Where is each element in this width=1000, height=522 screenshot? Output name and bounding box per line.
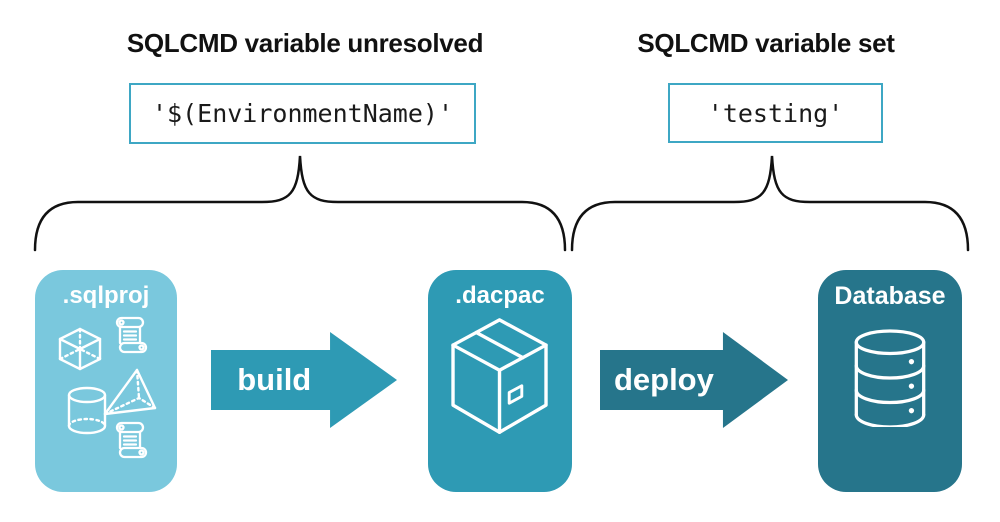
database-icon [854, 329, 926, 427]
resolved-variable-code: 'testing' [707, 98, 844, 128]
node-sqlproj: .sqlproj [35, 270, 177, 492]
cube-icon [58, 327, 102, 371]
right-annotation-title: SQLCMD variable set [637, 28, 895, 58]
unresolved-variable-code: '$(EnvironmentName)' [151, 99, 454, 128]
curly-brace-left [33, 155, 567, 252]
node-dacpac-label: .dacpac [455, 282, 545, 309]
script-icon [115, 316, 148, 354]
node-database: Database [818, 270, 962, 492]
pyramid-icon [103, 368, 157, 416]
node-database-label: Database [834, 282, 946, 310]
sql-objects-icon-cluster [58, 316, 157, 459]
resolved-variable-code-box: 'testing' [668, 83, 883, 143]
deploy-arrow-label: deploy [613, 362, 714, 397]
unresolved-variable-code-box: '$(EnvironmentName)' [129, 83, 476, 144]
build-arrow-label: build [237, 362, 312, 397]
deploy-arrow: deploy [600, 332, 788, 428]
node-sqlproj-label: .sqlproj [62, 282, 150, 309]
curly-brace-right [570, 155, 970, 252]
package-icon [451, 318, 548, 434]
node-dacpac: .dacpac [428, 270, 572, 492]
script-icon [115, 421, 148, 459]
cylinder-icon [67, 386, 107, 435]
left-annotation-title: SQLCMD variable unresolved [126, 28, 484, 58]
build-arrow: build [211, 332, 397, 428]
